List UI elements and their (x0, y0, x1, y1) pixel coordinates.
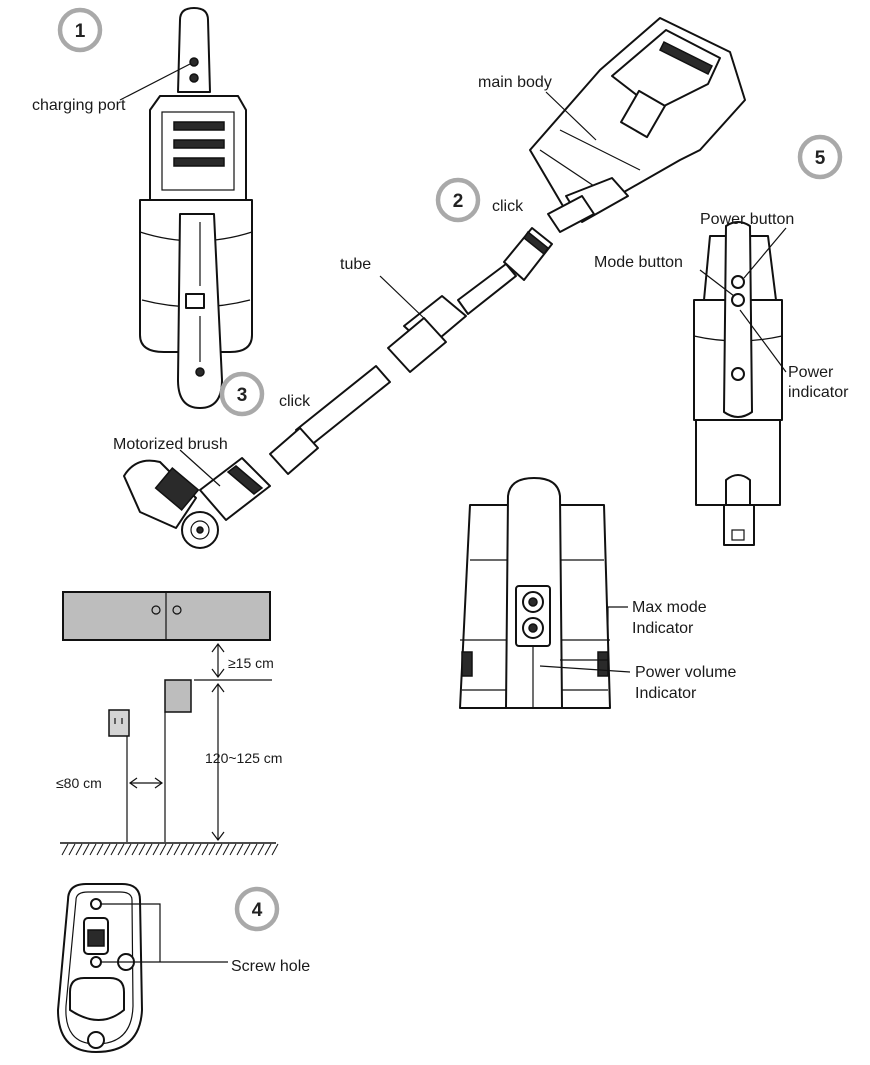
hatch-line (187, 843, 195, 856)
main-body-leader (545, 91, 597, 141)
hatch-line (215, 843, 223, 856)
hatch-line (68, 843, 76, 856)
outlet-distance-label: ≤80 cm (56, 775, 102, 791)
svg-text:1: 1 (75, 21, 86, 42)
power-volume-leader (539, 665, 631, 673)
hatch-line (82, 843, 90, 856)
step-4-badge: 4 (234, 886, 280, 932)
hatch-line (250, 843, 258, 856)
svg-text:5: 5 (815, 148, 826, 169)
click-label-bottom: click (279, 393, 311, 410)
hatch-line (264, 843, 272, 856)
hatch-line (124, 843, 132, 856)
indicator-closeup-drawing (459, 477, 611, 709)
step-3-badge: 3 (219, 371, 265, 417)
motorized-brush-leader (179, 449, 221, 487)
mounting-diagram: ≥15 cm ≤80 cm 120~125 cm (56, 591, 282, 856)
mode-button-leader (699, 269, 735, 297)
power-indicator-label-2: indicator (788, 384, 849, 401)
hatch-line (236, 843, 244, 856)
svg-text:3: 3 (237, 385, 248, 406)
main-body-drawing (529, 17, 746, 233)
hatch-line (75, 843, 83, 856)
hatch-line (117, 843, 125, 856)
svg-text:4: 4 (252, 900, 263, 921)
hatch-line (159, 843, 167, 856)
power-outlet (108, 709, 130, 737)
handheld-body-drawing (139, 7, 253, 409)
svg-text:2: 2 (453, 191, 464, 212)
power-volume-label-2: Indicator (635, 685, 697, 702)
hatch-line (173, 843, 181, 856)
power-indicator-leader (739, 309, 787, 373)
front-view-drawing (693, 221, 783, 546)
motorized-brush-label: Motorized brush (113, 436, 228, 453)
hatch-line (229, 843, 237, 856)
mount-height-label: 120~125 cm (205, 750, 282, 766)
charging-port-label: charging port (32, 97, 126, 114)
hatch-line (152, 843, 160, 856)
step-5-badge: 5 (797, 134, 843, 180)
shelf-clearance-label: ≥15 cm (228, 655, 274, 671)
motorized-brush-drawing (123, 457, 271, 549)
hatch-line (103, 843, 111, 856)
hatch-line (243, 843, 251, 856)
step-2-badge: 2 (435, 177, 481, 223)
power-button-leader (743, 227, 787, 279)
tube-label: tube (340, 256, 371, 273)
hatch-line (145, 843, 153, 856)
tube-leader (379, 275, 429, 323)
max-mode-label-1: Max mode (632, 599, 707, 616)
main-body-label: main body (478, 74, 552, 91)
hatch-line (222, 843, 230, 856)
wall-dock-drawing (57, 883, 143, 1053)
screw-hole-leader-top (100, 903, 161, 962)
hatch-line (208, 843, 216, 856)
mode-button-label: Mode button (594, 254, 683, 271)
hatch-line (89, 843, 97, 856)
hatch-line (180, 843, 188, 856)
floor-hatch (61, 843, 279, 856)
hatch-line (257, 843, 265, 856)
screw-hole-label: Screw hole (231, 958, 310, 975)
hatch-line (271, 843, 279, 856)
hatch-line (138, 843, 146, 856)
hatch-line (194, 843, 202, 856)
hatch-line (110, 843, 118, 856)
hatch-line (61, 843, 69, 856)
dock-bracket (164, 679, 192, 713)
max-mode-label-2: Indicator (632, 620, 694, 637)
hatch-line (201, 843, 209, 856)
tube-drawing (269, 227, 553, 475)
power-button-label: Power button (700, 211, 794, 228)
step-1-badge: 1 (57, 7, 103, 53)
hatch-line (96, 843, 104, 856)
hatch-line (131, 843, 139, 856)
power-indicator-label-1: Power (788, 364, 834, 381)
click-label-top: click (492, 198, 524, 215)
power-volume-label-1: Power volume (635, 664, 736, 681)
charging-port-leader (119, 63, 191, 101)
hatch-line (166, 843, 174, 856)
